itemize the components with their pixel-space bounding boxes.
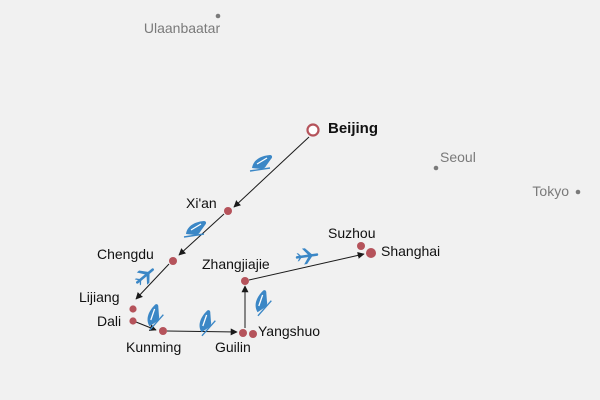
city-label-dali: Dali (97, 313, 121, 329)
route-cities: Beijing Xi'an Chengdu Lijiang Dali Kunmi… (79, 120, 440, 355)
route-line-chengdu-lijiang (135, 263, 170, 300)
plane-icon (130, 262, 160, 290)
city-marker-zhangjiajie (241, 277, 249, 285)
city-marker-kunming (159, 327, 167, 335)
city-label-suzhou: Suzhou (328, 225, 375, 241)
city-label-shanghai: Shanghai (381, 243, 440, 259)
city-marker-guilin (239, 329, 247, 337)
foreign-cities: Ulaanbaatar Seoul Tokyo (144, 13, 581, 199)
city-marker-chengdu (169, 257, 177, 265)
city-marker-seoul (433, 165, 439, 171)
city-label-ulaanbaatar: Ulaanbaatar (144, 20, 221, 36)
route-line-beijing-xian (233, 136, 310, 208)
transport-icons (130, 154, 320, 337)
city-label-tokyo: Tokyo (532, 183, 569, 199)
city-label-beijing: Beijing (328, 120, 378, 137)
city-marker-suzhou (357, 242, 365, 250)
city-marker-ulaanbaatar (215, 13, 221, 19)
city-label-lijiang: Lijiang (79, 289, 119, 305)
plane-icon (294, 245, 320, 267)
city-label-kunming: Kunming (126, 339, 181, 355)
city-marker-lijiang (129, 305, 137, 313)
route-line-dali-kunming (135, 321, 157, 331)
route-line-zhangjiajie-shanghai (248, 251, 365, 281)
city-marker-beijing (306, 123, 320, 137)
city-label-seoul: Seoul (440, 149, 476, 165)
city-marker-dali (129, 317, 137, 325)
city-label-zhangjiajie: Zhangjiajie (202, 256, 270, 272)
city-label-xian: Xi'an (186, 195, 217, 211)
city-label-yangshuo: Yangshuo (258, 323, 320, 339)
city-marker-tokyo (575, 189, 581, 195)
city-marker-shanghai (366, 248, 376, 258)
city-marker-xian (224, 207, 232, 215)
train-icon (249, 154, 273, 172)
city-label-guilin: Guilin (215, 339, 251, 355)
train-icon (183, 220, 207, 238)
train-icon (138, 302, 168, 331)
city-label-chengdu: Chengdu (97, 246, 154, 262)
city-marker-yangshuo (249, 330, 257, 338)
train-icon (246, 288, 276, 317)
